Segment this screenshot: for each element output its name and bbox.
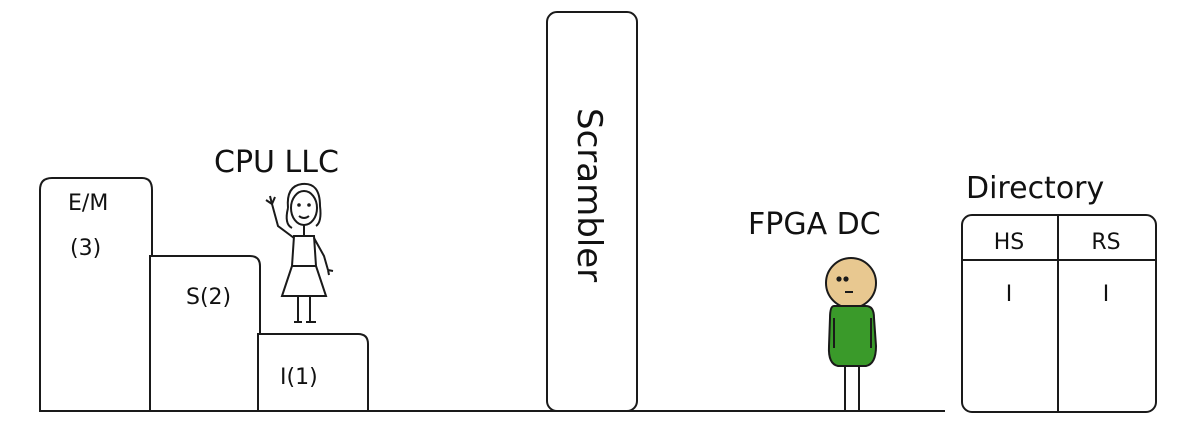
cpu-llc-stick-girl-icon — [265, 182, 334, 323]
fpga-dc-stick-figure-icon — [825, 257, 878, 411]
cpu-llc-title: CPU LLC — [214, 145, 339, 180]
coherence-state-staircase: E/M (3) S(2) I(1) — [39, 177, 369, 412]
directory-table: Directory HS RS I I — [961, 171, 1157, 413]
scrambler-label: Scrambler — [569, 108, 609, 282]
scrambler-block: Scrambler — [546, 11, 638, 412]
step-i-block — [257, 333, 369, 412]
step-s-label: S(2) — [186, 285, 231, 310]
step-em-block — [39, 177, 153, 412]
directory-header-rs: RS — [1091, 230, 1120, 255]
step-em-label-line2: (3) — [70, 236, 101, 261]
step-em-label-line1: E/M — [68, 191, 108, 216]
directory-title: Directory — [966, 171, 1104, 206]
step-s-block — [149, 255, 261, 412]
step-i-label: I(1) — [280, 365, 318, 390]
directory-header-hs: HS — [994, 230, 1025, 255]
directory-value-hs: I — [1006, 282, 1013, 307]
fpga-dc-title: FPGA DC — [748, 207, 881, 242]
directory-value-rs: I — [1103, 282, 1110, 307]
